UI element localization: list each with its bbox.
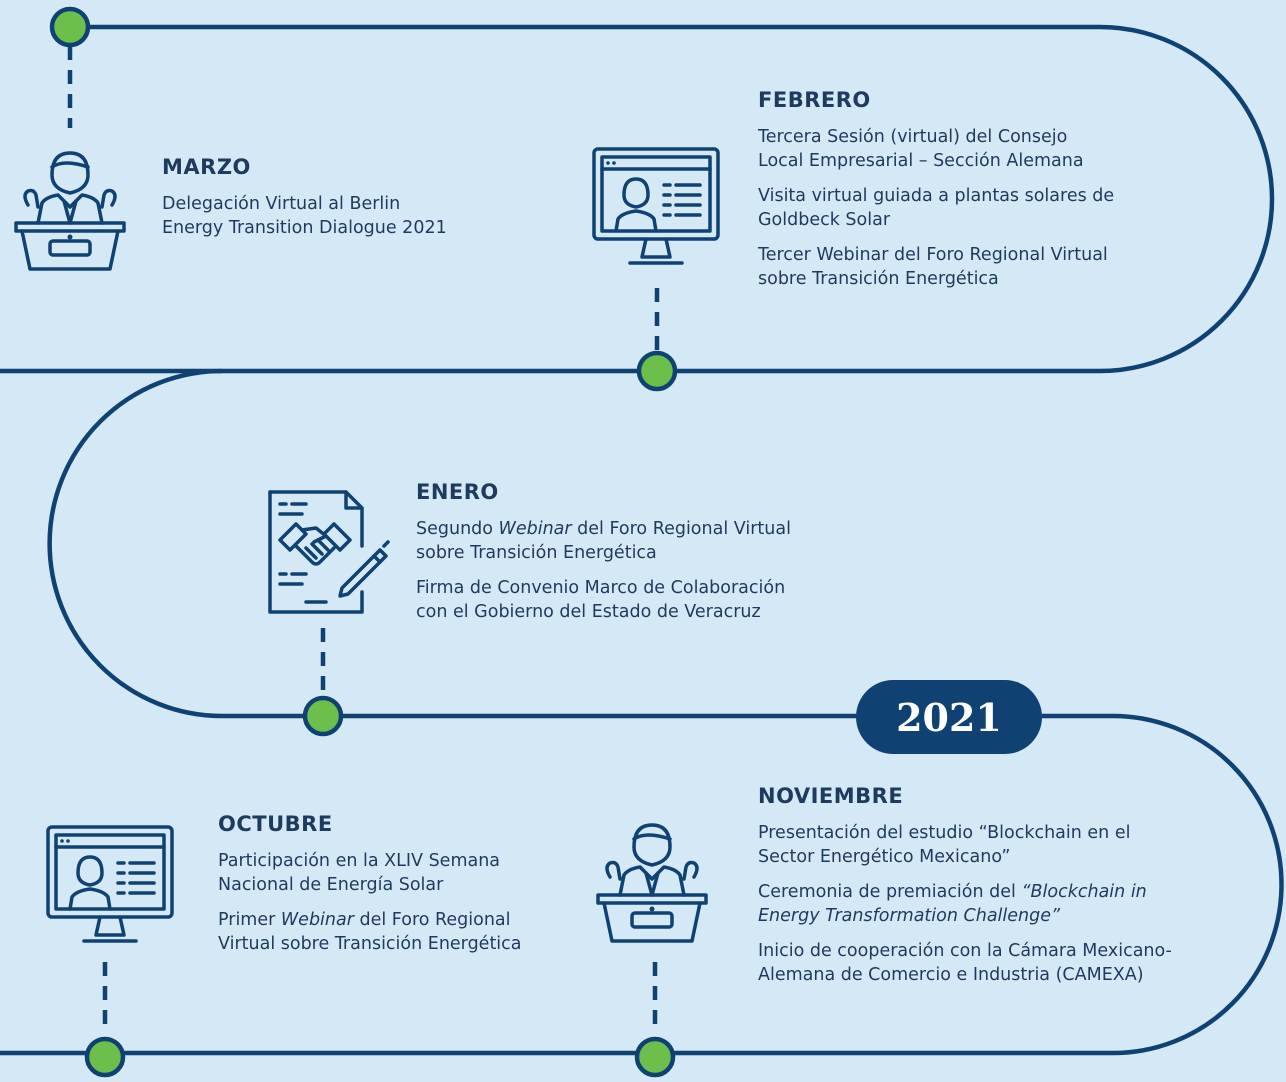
track-segment-bottom (0, 713, 1284, 1056)
event-marzo: MARZO Delegación Virtual al Berlin Energ… (162, 155, 452, 252)
speaker-podium-icon (14, 151, 126, 271)
node-febrero (636, 350, 678, 392)
webinar-monitor-icon (592, 147, 720, 265)
month-title: OCTUBRE (218, 812, 333, 836)
event-item: Participación en la XLIV Semana Nacional… (218, 851, 501, 895)
node-octubre (84, 1036, 126, 1078)
event-item: Segundo Webinar del Foro Regional Virtua… (416, 519, 791, 563)
track-segment-top (0, 24, 1275, 374)
month-title: MARZO (162, 155, 251, 179)
track-segment-middle (47, 368, 860, 719)
event-item: Firma de Convenio Marco de Colaboración … (416, 578, 786, 622)
event-item: Tercer Webinar del Foro Regional Virtual… (758, 245, 1108, 289)
node-enero (302, 695, 344, 737)
event-octubre: OCTUBRE Participación en la XLIV Semana … (218, 812, 568, 968)
event-item: Inicio de cooperación con la Cámara Mexi… (758, 941, 1172, 985)
event-item: Presentación del estudio “Blockchain en … (758, 823, 1131, 867)
node-noviembre (634, 1036, 676, 1078)
node-marzo (49, 6, 91, 48)
month-title: ENERO (416, 480, 499, 504)
speaker-podium-icon (596, 823, 708, 943)
month-title: FEBRERO (758, 88, 871, 112)
month-title: NOVIEMBRE (758, 784, 904, 808)
event-item: Tercera Sesión (virtual) del Consejo Loc… (758, 127, 1084, 171)
handshake-agreement-icon (268, 490, 390, 614)
event-enero: ENERO Segundo Webinar del Foro Regional … (416, 480, 816, 636)
event-item: Visita virtual guiada a plantas solares … (758, 186, 1115, 230)
event-item: Delegación Virtual al Berlin Energy Tran… (162, 194, 447, 238)
event-item: Primer Webinar del Foro Regional Virtual… (218, 910, 522, 954)
event-noviembre: NOVIEMBRE Presentación del estudio “Bloc… (758, 784, 1188, 999)
year-badge: 2021 (856, 680, 1042, 754)
webinar-monitor-icon (46, 825, 174, 943)
event-febrero: FEBRERO Tercera Sesión (virtual) del Con… (758, 88, 1118, 303)
event-item: Ceremonia de premiación del “Blockchain … (758, 882, 1147, 926)
